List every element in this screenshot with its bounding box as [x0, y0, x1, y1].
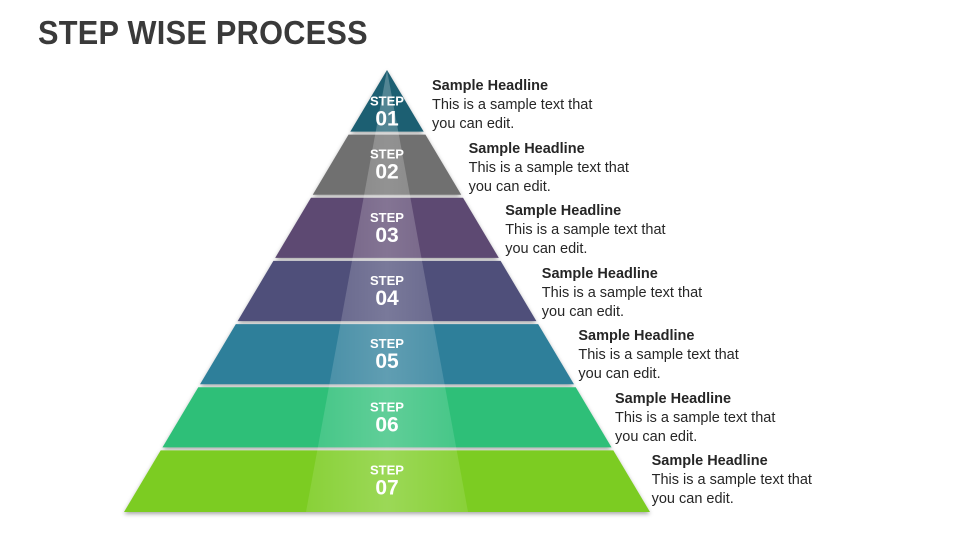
step-word-label: STEP — [370, 210, 404, 225]
step-word-label: STEP — [370, 462, 404, 477]
step-word-label: STEP — [370, 336, 404, 351]
step-body-text: This is a sample text that you can edit. — [578, 347, 739, 382]
step-body-text: This is a sample text that you can edit. — [432, 97, 593, 132]
step-number-label: 02 — [375, 161, 398, 184]
step-number-label: 01 — [375, 108, 399, 131]
pyramid-highlight — [306, 70, 468, 512]
step-headline: Sample Headline — [578, 328, 695, 344]
step-body-text: This is a sample text that you can edit. — [541, 284, 703, 320]
page-title: STEP WISE PROCESS — [38, 14, 368, 51]
step-headline: Sample Headline — [651, 453, 768, 469]
step-body-text: This is a sample text that you can edit. — [615, 409, 776, 445]
step-number-label: 06 — [375, 413, 398, 436]
step-number-label: 03 — [375, 224, 398, 247]
step-body-text: This is a sample text that you can edit. — [651, 472, 812, 507]
step-word-label: STEP — [370, 94, 404, 109]
step-body-text: This is a sample text that you can edit. — [505, 222, 666, 257]
step-word-label: STEP — [370, 147, 404, 162]
step-number-label: 04 — [375, 287, 399, 310]
step-headline: Sample Headline — [432, 78, 549, 94]
step-headline: Sample Headline — [541, 265, 658, 282]
step-headline: Sample Headline — [615, 390, 732, 407]
step-headline: Sample Headline — [468, 140, 585, 157]
step-body-text: This is a sample text that you can edit. — [468, 159, 629, 195]
step-word-label: STEP — [370, 273, 404, 288]
step-number-label: 07 — [375, 476, 398, 499]
step-headline: Sample Headline — [505, 203, 622, 219]
step-number-label: 05 — [375, 350, 399, 373]
step-word-label: STEP — [370, 399, 404, 414]
